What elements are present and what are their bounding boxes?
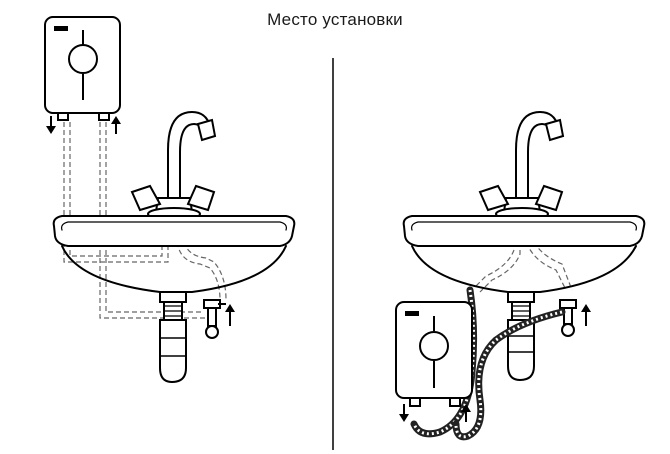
- sink-icon: [402, 215, 646, 293]
- panel-below-sink: [395, 111, 646, 441]
- valve-icon: [559, 299, 577, 337]
- diagram-title: Место установки: [267, 10, 403, 29]
- siphon-icon: [507, 291, 535, 382]
- arrow-down-icon: [399, 404, 409, 422]
- siphon-icon: [159, 291, 187, 384]
- arrow-up-icon: [581, 304, 591, 326]
- arrow-down-icon: [46, 116, 56, 134]
- arrow-up-icon: [111, 116, 121, 134]
- valve-icon: [203, 299, 226, 339]
- faucet-icon: [130, 111, 217, 221]
- hose-icon: [410, 286, 566, 441]
- faucet-icon: [478, 111, 565, 221]
- panel-above-sink: [44, 16, 296, 384]
- arrow-up-icon: [225, 304, 235, 326]
- water-heater-icon: [44, 16, 121, 121]
- arrow-up-icon: [461, 404, 471, 422]
- sink-icon: [52, 215, 296, 293]
- water-heater-icon: [395, 301, 473, 407]
